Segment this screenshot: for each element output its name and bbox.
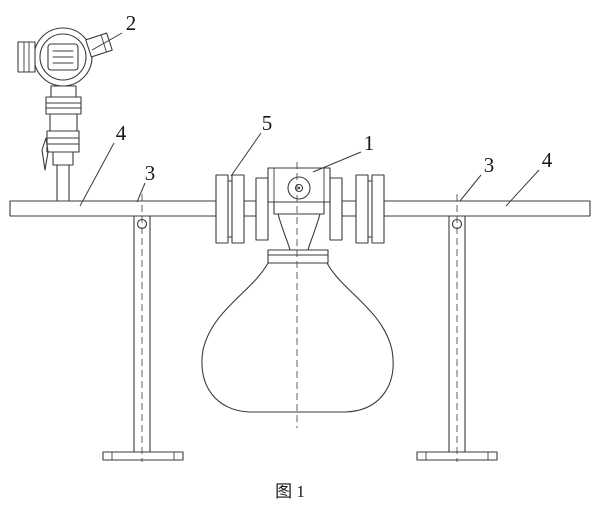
callout-3-right-label: 3 xyxy=(484,153,495,177)
pressure-transmitter xyxy=(17,27,113,202)
flange-pair-right xyxy=(355,174,385,244)
callout-1-label: 1 xyxy=(364,131,375,155)
flask-body xyxy=(201,262,394,413)
support-stand-left xyxy=(102,215,184,461)
callout-4-right-label: 4 xyxy=(542,148,553,172)
callout-2-label: 2 xyxy=(126,11,137,35)
flange-pair-left xyxy=(215,174,245,244)
callout-3-left-label: 3 xyxy=(145,161,156,185)
callout-4-left-label: 4 xyxy=(116,121,127,145)
callout-5-label: 5 xyxy=(262,111,273,135)
support-stand-right xyxy=(416,215,498,461)
central-valve xyxy=(255,167,343,264)
centerlines xyxy=(141,162,458,462)
callouts: 2 4 3 5 1 3 4 xyxy=(79,11,553,207)
figure-caption: 图 1 xyxy=(275,482,305,501)
